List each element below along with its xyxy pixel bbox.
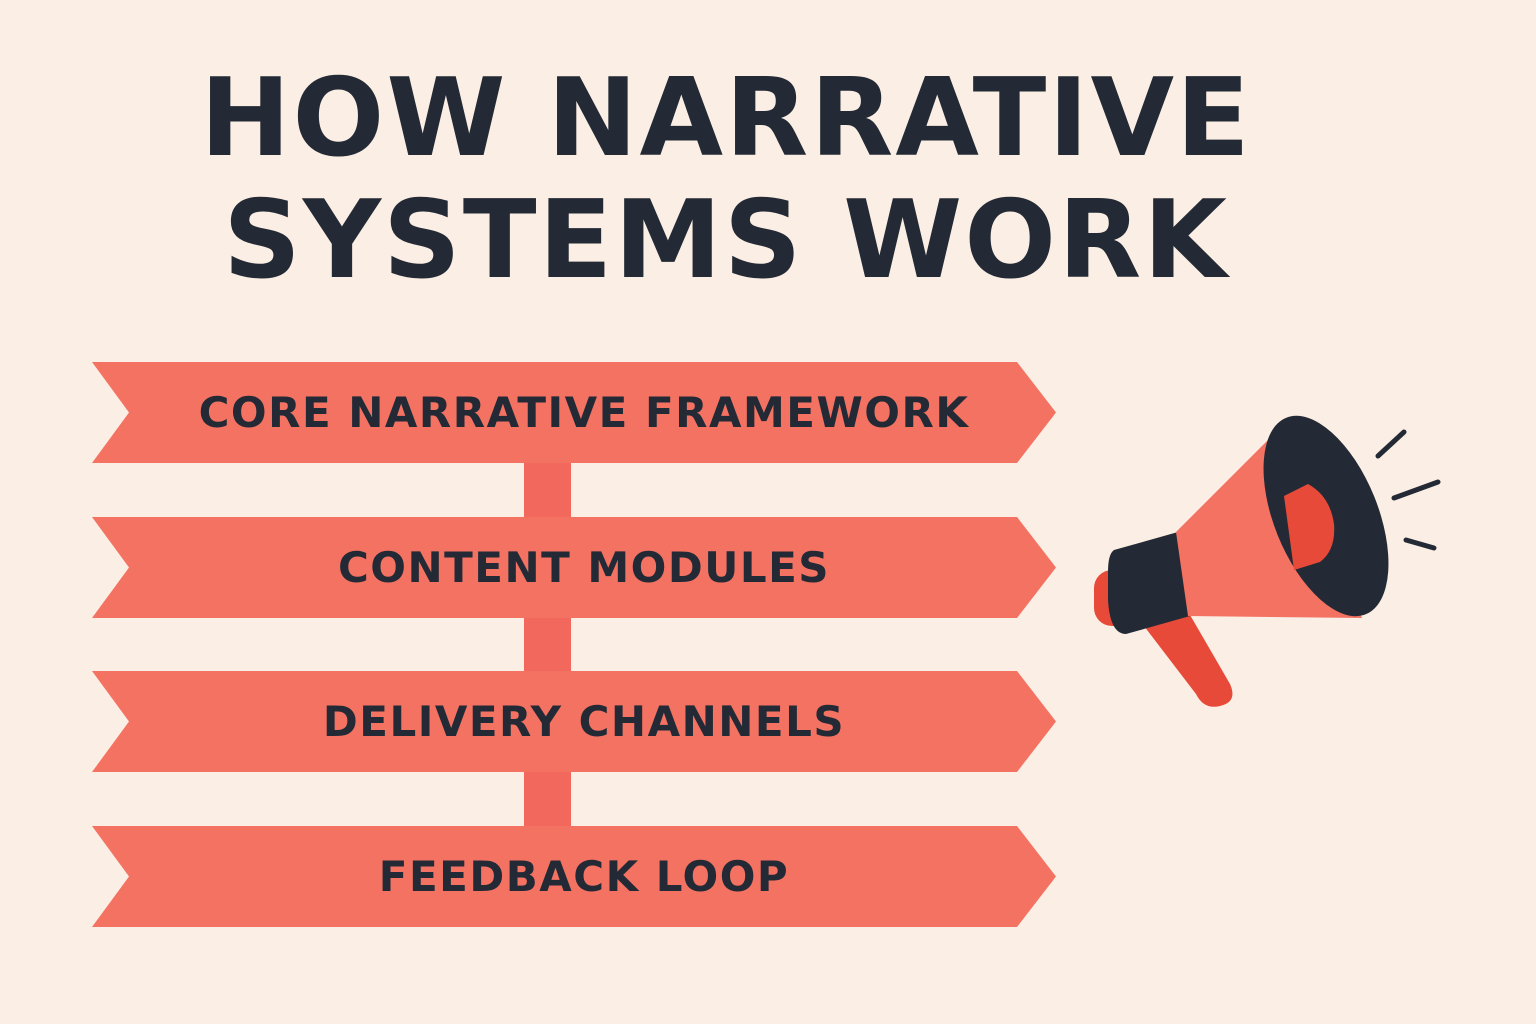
step-delivery-channels: DELIVERY CHANNELS xyxy=(92,671,1056,772)
page-title: HOW NARRATIVE SYSTEMS WORK xyxy=(0,58,1452,302)
sound-line-1 xyxy=(1375,429,1407,459)
megaphone-handle xyxy=(1144,608,1233,707)
sound-line-2 xyxy=(1391,479,1441,501)
step-feedback-loop: FEEDBACK LOOP xyxy=(92,826,1056,927)
megaphone-inner xyxy=(1284,484,1335,570)
connector-2-3 xyxy=(524,610,571,680)
step-label: FEEDBACK LOOP xyxy=(378,852,790,901)
megaphone-icon xyxy=(1094,415,1441,707)
megaphone-body xyxy=(1108,532,1190,634)
title-line-2: SYSTEMS WORK xyxy=(223,178,1229,303)
connector-3-4 xyxy=(524,765,571,835)
step-core-narrative-framework: CORE NARRATIVE FRAMEWORK xyxy=(92,362,1056,463)
step-label: CORE NARRATIVE FRAMEWORK xyxy=(198,388,970,437)
title-line-1: HOW NARRATIVE xyxy=(200,56,1252,181)
sound-line-3 xyxy=(1403,537,1437,551)
connector-1-2 xyxy=(524,455,571,525)
step-label: DELIVERY CHANNELS xyxy=(322,697,846,746)
step-content-modules: CONTENT MODULES xyxy=(92,517,1056,618)
step-label: CONTENT MODULES xyxy=(337,543,831,592)
